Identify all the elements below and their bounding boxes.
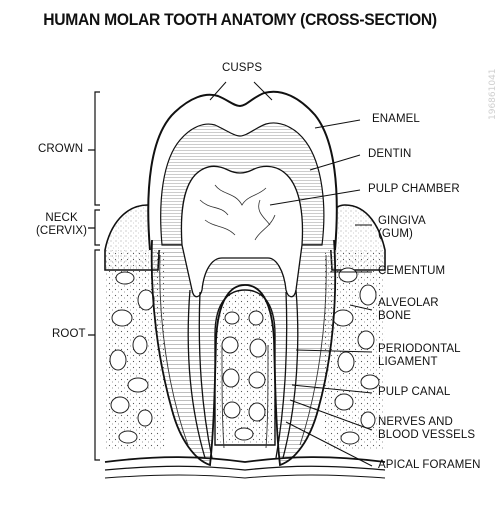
- label-neck-line2: (CERVIX): [36, 225, 88, 237]
- label-alveolar-line2: BONE: [378, 310, 411, 322]
- pulp-chamber: [180, 165, 304, 298]
- watermark-id: 196861041: [488, 68, 498, 120]
- label-gingiva: GINGIVA (GUM): [378, 215, 426, 241]
- label-cusps: CUSPS: [222, 62, 263, 74]
- label-apical-foramen: APICAL FORAMEN: [378, 459, 481, 471]
- label-pulp-chamber: PULP CHAMBER: [368, 183, 460, 195]
- label-pulp-canal: PULP CANAL: [378, 386, 451, 398]
- label-alveolar-line1: ALVEOLAR: [378, 297, 439, 309]
- crown-bracket: [88, 91, 100, 206]
- label-periodontal-line2: LIGAMENT: [378, 356, 438, 368]
- label-nerves-line1: NERVES AND: [378, 416, 453, 428]
- periodontal-ligament: [159, 254, 327, 449]
- label-enamel: ENAMEL: [372, 113, 420, 125]
- page-title: HUMAN MOLAR TOOTH ANATOMY (CROSS-SECTION…: [43, 10, 437, 29]
- label-gingiva-line2: (GUM): [378, 228, 413, 240]
- alveolar-bone-left: [105, 250, 165, 450]
- label-periodontal-ligament: PERIODONTAL LIGAMENT: [378, 343, 461, 369]
- neck-bracket: [88, 209, 100, 246]
- label-alveolar-bone: ALVEOLAR BONE: [378, 297, 439, 323]
- label-cementum: CEMENTUM: [378, 265, 446, 277]
- nerves-blood-vessels: [104, 456, 386, 479]
- cusps-pointers: [209, 81, 273, 101]
- label-nerves-line2: BLOOD VESSELS: [378, 429, 476, 441]
- label-neck: NECK (CERVIX): [36, 212, 87, 238]
- label-nerves-blood-vessels: NERVES AND BLOOD VESSELS: [378, 416, 475, 442]
- label-root: ROOT: [52, 328, 86, 340]
- pulp-canal-right: [275, 289, 299, 459]
- label-crown: CROWN: [38, 143, 84, 155]
- inter-radicular-bone: [214, 289, 276, 446]
- label-dentin: DENTIN: [368, 148, 412, 160]
- root-bracket: [88, 249, 100, 461]
- label-periodontal-line1: PERIODONTAL: [378, 343, 461, 355]
- leader-lines: [269, 119, 373, 467]
- pulp-canal-left: [187, 289, 213, 459]
- label-gingiva-line1: GINGIVA: [378, 215, 426, 227]
- label-neck-line1: NECK: [45, 212, 78, 224]
